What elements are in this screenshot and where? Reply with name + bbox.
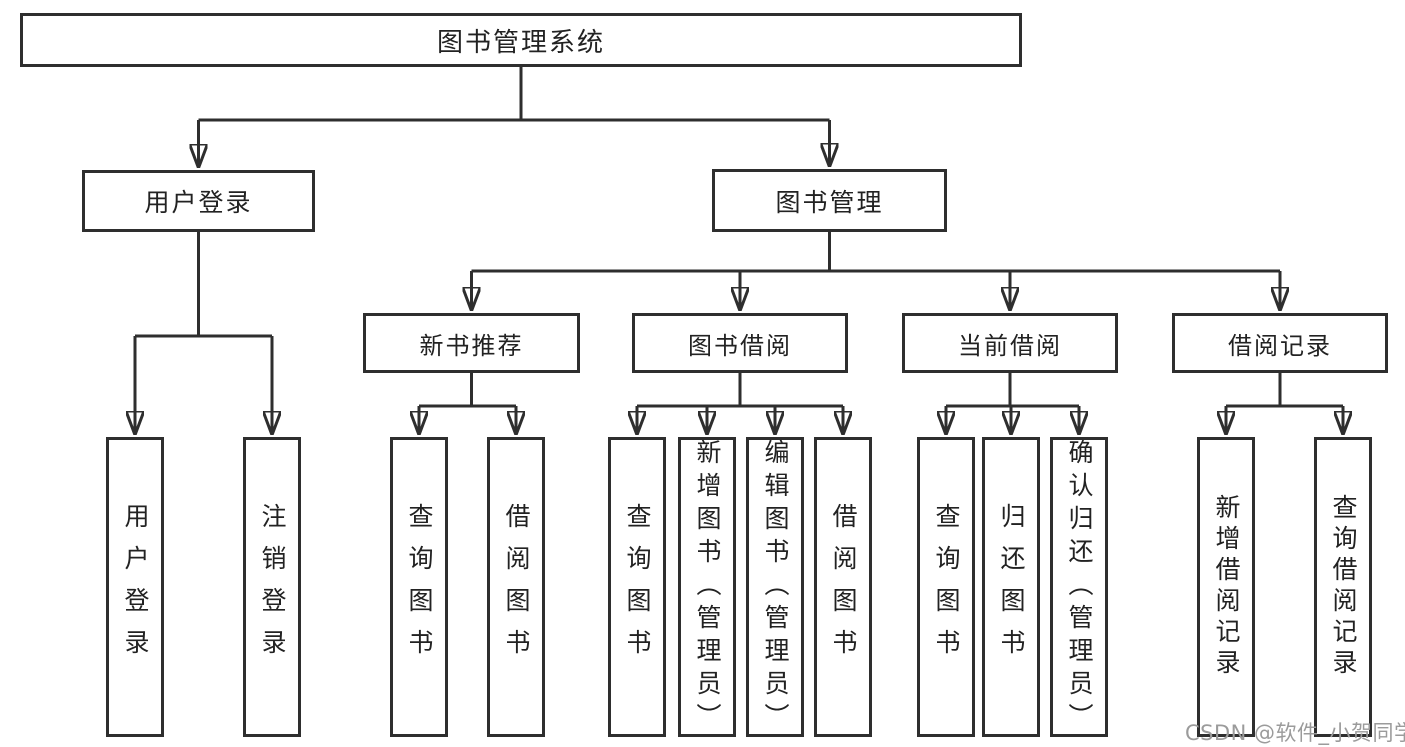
node-label: 查询图书 [623, 503, 652, 671]
node-label: 图书管理系统 [436, 27, 605, 58]
leaf-edit-books-admin: 编辑图书（管理员） [746, 437, 804, 737]
node-label: 查询图书 [405, 503, 434, 671]
leaf-borrow-books: 借阅图书 [814, 437, 872, 737]
csdn-watermark: CSDN @软件_小贺同学 [1185, 721, 1405, 745]
node-library-management-system: 图书管理系统 [20, 13, 1022, 67]
node-label: 归还图书 [997, 503, 1026, 671]
node-new-book-recommend: 新书推荐 [363, 313, 580, 373]
node-label: 用户登录 [121, 503, 150, 671]
leaf-logout: 注销登录 [243, 437, 301, 737]
connector-book-borrow-to-leaves [637, 373, 843, 434]
node-label: 图书管理 [775, 187, 884, 217]
node-label: 借阅图书 [829, 503, 858, 671]
node-label: 借阅图书 [502, 503, 531, 671]
node-label: 编辑图书（管理员） [761, 438, 790, 736]
leaf-user-login: 用户登录 [106, 437, 164, 737]
leaf-return-books: 归还图书 [982, 437, 1040, 737]
leaf-query-books-borrowing: 查询图书 [608, 437, 666, 737]
node-label: 新增借阅记录 [1212, 494, 1241, 680]
node-label: 用户登录 [144, 188, 253, 217]
node-label: 当前借阅 [958, 331, 1062, 360]
leaf-add-books-admin: 新增图书（管理员） [678, 437, 736, 737]
node-book-management: 图书管理 [712, 169, 947, 232]
leaf-query-books-recommend: 查询图书 [390, 437, 448, 737]
connector-book-mgmt-to-level3 [472, 232, 1281, 310]
node-label: 注销登录 [258, 503, 287, 671]
connector-root-to-level2 [199, 67, 830, 167]
connector-new-book-rec-to-leaves [419, 373, 516, 434]
node-label: 借阅记录 [1228, 331, 1332, 360]
connector-current-borrow-to-leaves [946, 373, 1079, 434]
connector-user-login-to-leaves [135, 232, 272, 434]
node-current-borrowing: 当前借阅 [902, 313, 1118, 373]
leaf-borrow-books-recommend: 借阅图书 [487, 437, 545, 737]
node-label: 新书推荐 [419, 331, 524, 360]
leaf-query-books-current: 查询图书 [917, 437, 975, 737]
node-label: 新增图书（管理员） [693, 438, 722, 736]
node-user-login: 用户登录 [82, 170, 315, 232]
node-label: 确认归还（管理员） [1065, 438, 1094, 736]
leaf-add-borrow-record: 新增借阅记录 [1197, 437, 1255, 737]
leaf-query-borrow-record: 查询借阅记录 [1314, 437, 1372, 737]
connector-borrow-record-to-leaves [1226, 373, 1343, 434]
node-label: 查询图书 [932, 503, 961, 671]
node-borrowing-records: 借阅记录 [1172, 313, 1388, 373]
node-label: 查询借阅记录 [1329, 494, 1358, 680]
node-book-borrowing: 图书借阅 [632, 313, 848, 373]
node-label: 图书借阅 [688, 331, 792, 360]
leaf-confirm-return-admin: 确认归还（管理员） [1050, 437, 1108, 737]
